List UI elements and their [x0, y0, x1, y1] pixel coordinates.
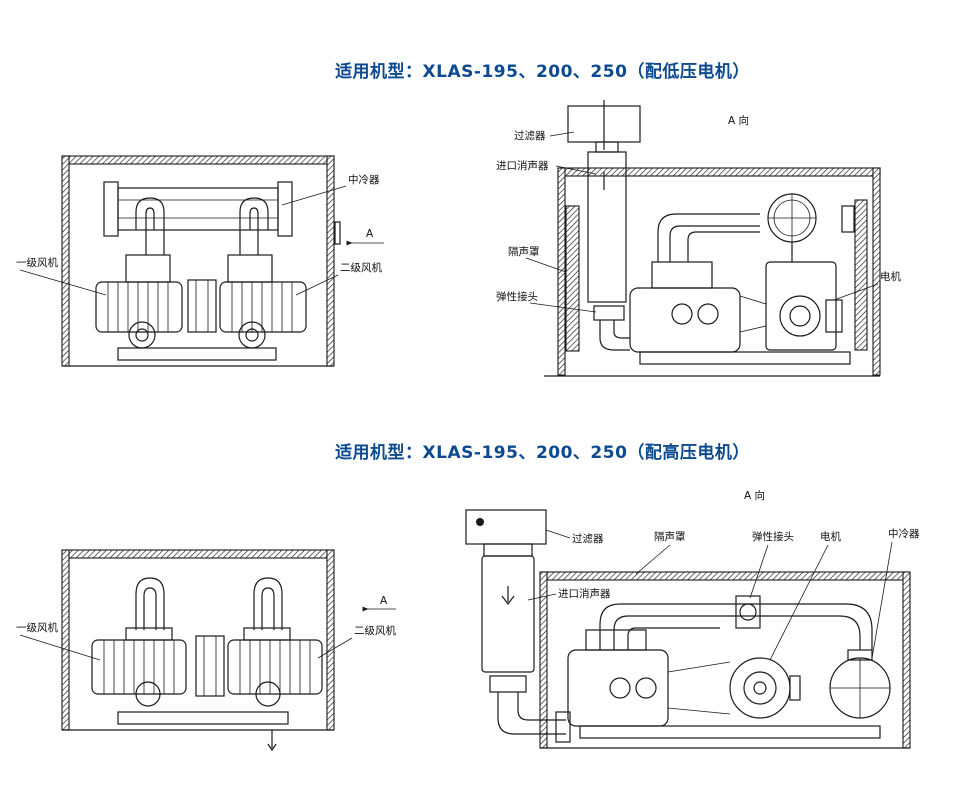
tl-enclosure-left-wall — [61, 155, 70, 367]
bl-enclosure-left-wall — [61, 549, 70, 731]
br-enclosure-left-wall — [539, 571, 548, 749]
tr-base — [639, 351, 851, 365]
tr-label-direction: A 向 — [728, 114, 749, 127]
tr-flexible-joint — [593, 305, 625, 321]
bl-label-second-stage: 二级风机 — [354, 624, 396, 637]
br-label-direction: A 向 — [744, 489, 765, 502]
tl-riser-right-inner — [249, 207, 259, 255]
tl-second-stage-blower — [219, 254, 307, 349]
heading-high-voltage: 适用机型：XLAS-195、200、250（配高压电机） — [335, 443, 750, 463]
tl-label-direction: A — [366, 228, 374, 240]
bl-second-stage-blower — [227, 627, 323, 707]
tl-enclosure-roof — [61, 155, 335, 165]
tr-label-inlet-silencer: 进口消声器 — [496, 159, 549, 172]
br-label-intercooler: 中冷器 — [888, 527, 920, 540]
bl-label-direction: A — [380, 595, 388, 607]
tl-riser-right — [239, 197, 269, 255]
tr-inlet-pipe — [599, 320, 630, 351]
tr-blower — [629, 261, 741, 353]
bl-riser-left — [135, 577, 165, 630]
tl-riser-left-inner — [145, 207, 155, 255]
tr-enclosure-right-wall — [872, 167, 881, 376]
bottom-right-diagram: A 向 过滤器 隔声罩 弹性接头 电机 中冷器 进口消声器 — [465, 489, 920, 749]
br-label-inlet-silencer: 进口消声器 — [558, 587, 611, 600]
bl-enclosure-roof — [61, 549, 335, 559]
bl-enclosure-right-wall — [326, 549, 335, 731]
br-base — [579, 725, 881, 739]
br-inlet-flex — [489, 675, 527, 693]
br-filter — [465, 509, 547, 557]
tl-label-intercooler: 中冷器 — [348, 173, 380, 186]
tr-label-flexible-joint: 弹性接头 — [496, 290, 538, 303]
br-label-sound-enclosure: 隔声罩 — [654, 530, 686, 543]
br-enclosure-roof — [539, 571, 911, 581]
bl-middle-unit — [195, 635, 225, 697]
tl-riser-left — [135, 197, 165, 255]
tl-first-stage-blower — [95, 254, 183, 349]
br-enclosure-right-wall — [902, 571, 911, 749]
heading-low-voltage: 适用机型：XLAS-195、200、250（配低压电机） — [335, 62, 750, 82]
tr-enclosure-roof — [557, 167, 881, 177]
tr-label-filter: 过滤器 — [514, 129, 546, 142]
top-left-diagram: 中冷器 一级风机 二级风机 A — [16, 155, 384, 367]
bl-riser-right — [253, 577, 283, 630]
br-intercooler — [829, 649, 891, 719]
tl-base — [117, 347, 277, 361]
top-right-diagram: A 向 过滤器 进口消声器 隔声罩 弹性接头 电机 — [496, 100, 901, 377]
bottom-left-diagram: 一级风机 二级风机 A — [16, 549, 396, 752]
bl-label-first-stage: 一级风机 — [16, 621, 58, 634]
bl-first-stage-blower — [91, 627, 187, 707]
tr-inner-wall-right — [854, 199, 868, 351]
br-pipe-outer — [599, 603, 873, 650]
tr-motor — [765, 261, 843, 351]
br-motor — [729, 657, 801, 719]
br-label-filter: 过滤器 — [572, 532, 604, 545]
tr-label-sound-enclosure: 隔声罩 — [508, 245, 540, 258]
tl-intercooler — [103, 181, 293, 237]
tr-inner-wall — [565, 205, 580, 352]
br-inlet-silencer — [481, 555, 535, 673]
tr-side-valve — [841, 205, 855, 233]
br-flexible-joint — [735, 595, 761, 629]
br-label-motor: 电机 — [820, 530, 841, 543]
tl-middle-unit — [187, 279, 217, 333]
tl-label-first-stage: 一级风机 — [16, 256, 58, 269]
tl-label-second-stage: 二级风机 — [340, 261, 382, 274]
br-blower — [567, 629, 669, 727]
tl-enclosure-right-wall — [326, 155, 335, 367]
tr-label-motor: 电机 — [880, 270, 901, 283]
tr-pipe-outer — [657, 213, 760, 262]
br-label-flexible-joint: 弹性接头 — [752, 530, 794, 543]
bl-base — [117, 711, 289, 725]
tl-wall-port — [334, 221, 341, 245]
